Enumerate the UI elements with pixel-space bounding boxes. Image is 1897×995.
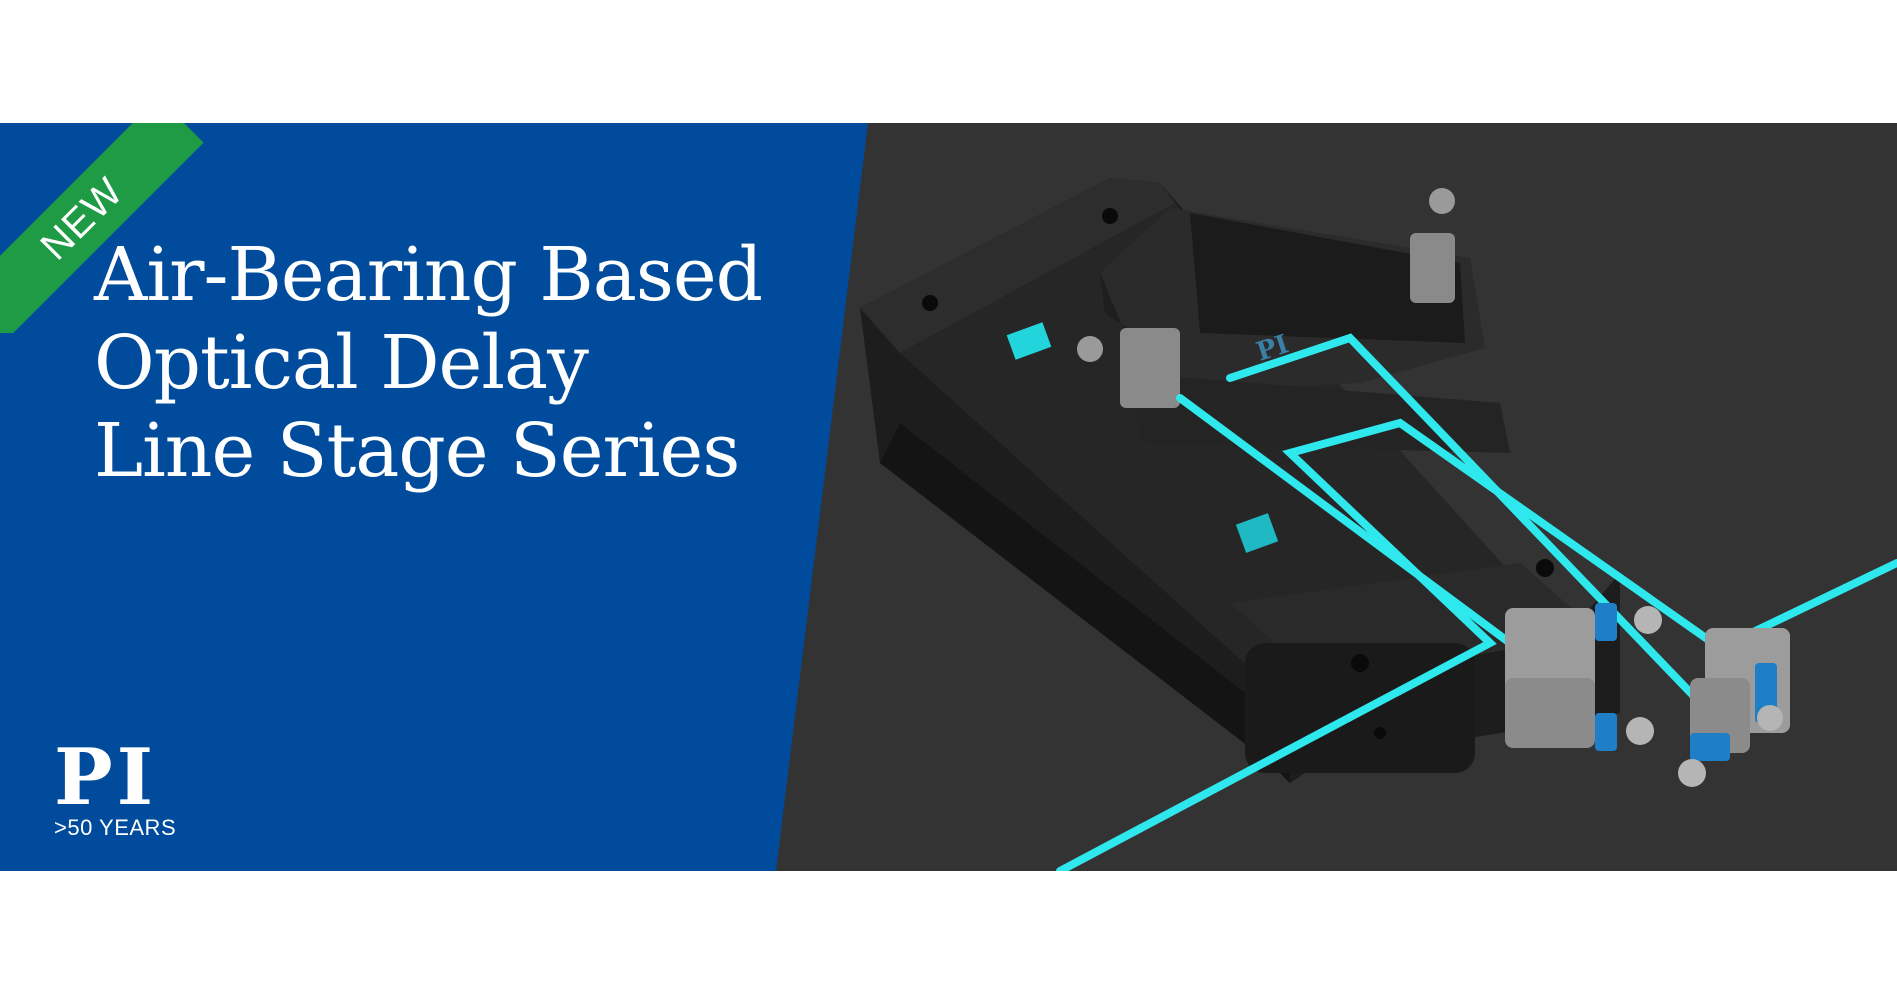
product-illustration: PI	[0, 123, 1897, 871]
logo-tagline: >50 YEARS	[54, 815, 177, 840]
headline-line-1: Air-Bearing Based	[94, 232, 763, 318]
headline-line-3: Line Stage Series	[94, 408, 740, 494]
delay-stage	[860, 178, 1620, 783]
headline: Air-Bearing Based Optical Delay Line Sta…	[94, 231, 763, 495]
mirror-mount-right	[1678, 628, 1790, 787]
logo-mark: PI	[54, 732, 158, 823]
headline-line-2: Optical Delay	[94, 320, 589, 406]
mirror-mount-left	[1505, 603, 1662, 751]
pi-logo: PI >50 YEARS	[54, 732, 177, 841]
banner: PI NEW A	[0, 123, 1897, 871]
blue-panel	[0, 123, 868, 871]
